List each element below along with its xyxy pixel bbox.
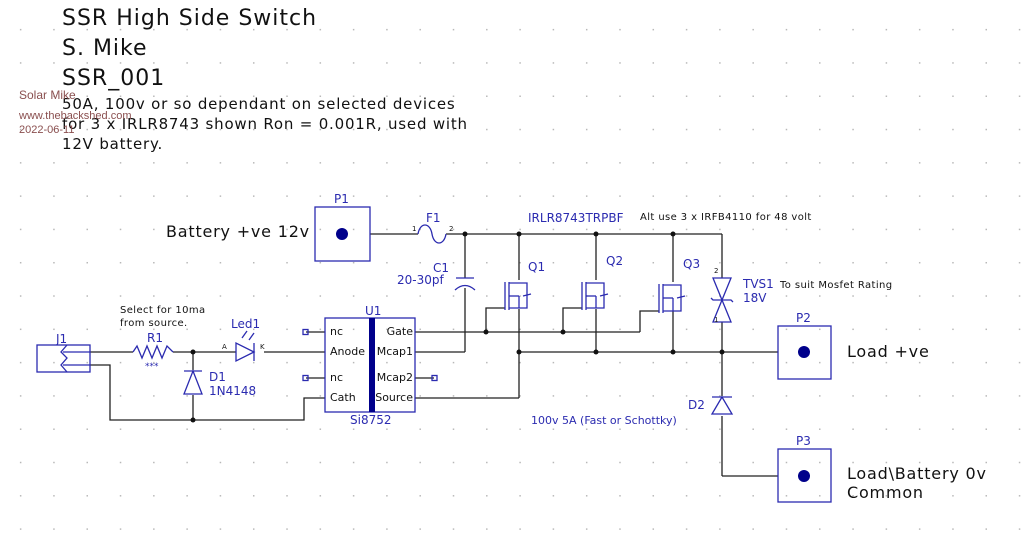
junction xyxy=(462,231,468,237)
mosfet-q1 xyxy=(504,282,532,310)
watermark-site: www.thebackshed.com xyxy=(19,110,132,122)
tvs1-note: To suit Mosfet Rating xyxy=(780,280,893,291)
r1-note-1: Select for 10ma xyxy=(120,305,206,316)
schematic-author: S. Mike xyxy=(62,36,148,61)
u1-pin-source: Source xyxy=(375,391,413,404)
u1-pin-anode: Anode xyxy=(330,345,365,358)
tvs1-value: 18V xyxy=(743,291,767,305)
description-line-1: 50A, 100v or so dependant on selected de… xyxy=(62,95,456,113)
tvs-symbol xyxy=(710,297,734,303)
wire-q3-gate xyxy=(639,310,659,332)
description-line-3: 12V battery. xyxy=(62,135,164,153)
u1-pin-mcap2: Mcap2 xyxy=(376,371,413,384)
wires xyxy=(90,233,778,477)
q3-ref: Q3 xyxy=(683,257,701,271)
p3-label-2: Common xyxy=(847,483,924,502)
junction xyxy=(516,231,522,237)
p2-pad xyxy=(798,346,810,358)
resistor-symbol xyxy=(132,344,174,360)
connector-pads xyxy=(336,228,810,482)
junction xyxy=(670,349,676,355)
junction xyxy=(516,349,522,355)
j1-ref: J1 xyxy=(56,332,68,346)
mosfet-part: IRLR8743TRPBF xyxy=(528,211,624,225)
watermark-date: 2022-06-11 xyxy=(19,124,75,136)
j1-connector-box[interactable] xyxy=(36,344,91,373)
c1-value: 20-30pf xyxy=(397,273,444,287)
mosfet-q3 xyxy=(658,284,686,313)
led1-ref: Led1 xyxy=(231,317,261,331)
capacitor-plate-bottom xyxy=(454,284,476,291)
diode-d1-symbol xyxy=(183,369,203,395)
u1-pin-nc-2: nc xyxy=(330,371,344,384)
junction xyxy=(593,231,599,237)
schematic-doc-id: SSR_001 xyxy=(62,66,166,91)
d2-ref: D2 xyxy=(688,398,705,412)
p2-connector-box[interactable] xyxy=(777,325,832,380)
led1-pin-k: K xyxy=(260,343,265,351)
r1-value: *** xyxy=(145,362,159,372)
wire-q2-gate xyxy=(562,307,582,332)
led1-pin-a: A xyxy=(222,343,227,351)
junction xyxy=(719,349,725,355)
q2-ref: Q2 xyxy=(606,254,624,268)
f1-ref: F1 xyxy=(426,211,441,225)
c1-ref: C1 xyxy=(433,261,450,275)
components xyxy=(36,206,832,503)
p2-ref: P2 xyxy=(796,311,811,325)
wire-q1-gate xyxy=(485,307,505,332)
junctions xyxy=(190,231,725,423)
watermark-name: Solar Mike xyxy=(19,88,76,102)
tvs1-pin2: 2 xyxy=(714,267,719,275)
schematic-title: SSR High Side Switch xyxy=(62,6,318,31)
d2-value: 100v 5A (Fast or Schottky) xyxy=(531,414,677,427)
p3-pad xyxy=(798,470,810,482)
tvs1-ref: TVS1 xyxy=(743,277,774,291)
d1-value: 1N4148 xyxy=(209,384,257,398)
junction xyxy=(190,417,196,423)
fuse-symbol xyxy=(417,224,447,244)
junction xyxy=(190,349,196,355)
f1-pin2: 2 xyxy=(449,225,454,233)
p1-pad xyxy=(336,228,348,240)
mosfet-q2 xyxy=(581,282,609,310)
junction xyxy=(670,231,676,237)
u1-part: Si8752 xyxy=(350,413,392,427)
r1-note-2: from source. xyxy=(120,318,188,329)
u1-pin-cath: Cath xyxy=(330,391,356,404)
junction xyxy=(483,329,489,335)
alt-mosfet-note: Alt use 3 x IRFB4110 for 48 volt xyxy=(640,212,812,223)
u1-pin-mcap1: Mcap1 xyxy=(376,345,413,358)
diode-d2-symbol xyxy=(710,395,734,415)
q1-ref: Q1 xyxy=(528,260,546,274)
r1-ref: R1 xyxy=(147,331,163,345)
p3-connector-box[interactable] xyxy=(777,448,832,503)
p3-label-1: Load\Battery 0v xyxy=(847,464,987,483)
description-line-2: for 3 x IRLR8743 shown Ron = 0.001R, use… xyxy=(62,115,468,133)
u1-pin-nc-1: nc xyxy=(330,325,344,338)
u1-ref: U1 xyxy=(365,304,382,318)
p1-label: Battery +ve 12v xyxy=(166,222,310,241)
p3-ref: P3 xyxy=(796,434,811,448)
tvs1-pin1: 1 xyxy=(714,316,719,324)
u1-pin-gate: Gate xyxy=(386,325,413,338)
junction xyxy=(593,349,599,355)
d1-ref: D1 xyxy=(209,370,226,384)
junction xyxy=(560,329,566,335)
f1-pin1: 1 xyxy=(412,225,417,233)
p2-label: Load +ve xyxy=(847,342,930,361)
p1-ref: P1 xyxy=(334,192,349,206)
wire-cath xyxy=(90,364,325,421)
p1-connector-box[interactable] xyxy=(314,206,371,262)
